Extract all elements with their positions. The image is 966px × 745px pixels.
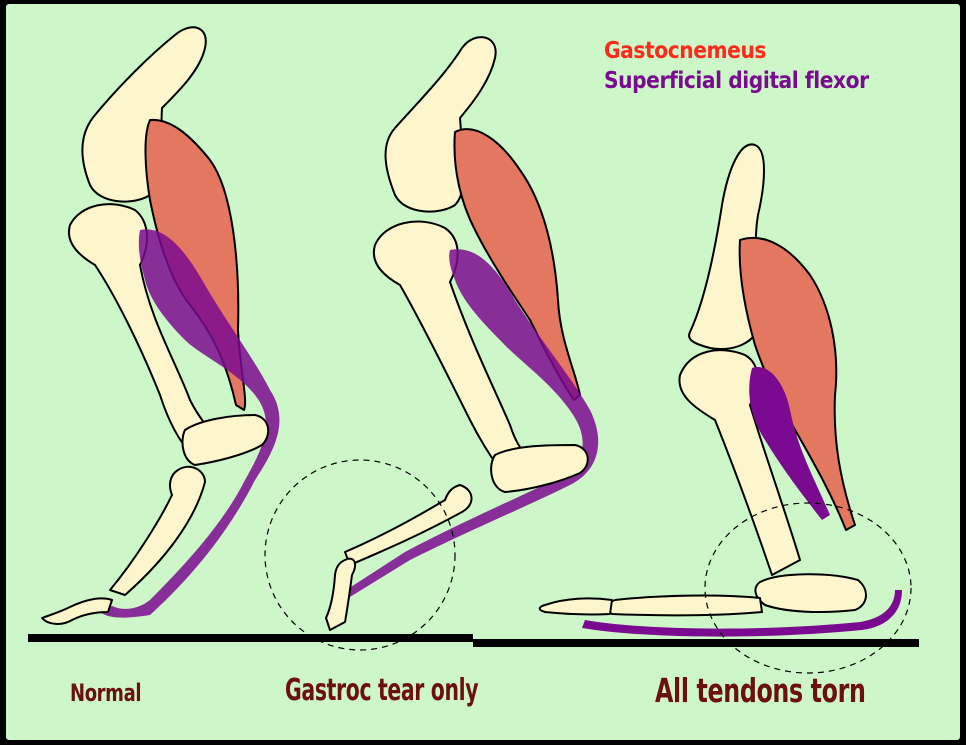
metatarsal-bone <box>110 467 205 595</box>
tarsal-bone <box>755 574 866 612</box>
leg-normal <box>42 27 279 624</box>
legend-label-sdf: Superficial digital flexor <box>604 68 869 94</box>
legend-sdf: Superficial digital flexor <box>604 68 869 94</box>
ground-line-right <box>473 639 919 647</box>
metatarsal-bone <box>608 596 762 616</box>
tarsal-bone <box>491 445 588 492</box>
phalanges-bone <box>540 598 612 614</box>
phalanges-bone <box>42 598 112 624</box>
ground-line <box>28 634 473 642</box>
leg-gastroc-tear <box>265 37 598 650</box>
legend-label-gastrocnemius: Gastocnemeus <box>604 38 766 64</box>
legend-gastrocnemius: Gastocnemeus <box>604 38 766 64</box>
caption-normal: Normal <box>70 679 141 707</box>
caption-all-torn: All tendons torn <box>655 671 866 710</box>
caption-gastroc-tear: Gastroc tear only <box>285 673 478 708</box>
leg-all-torn <box>540 144 911 673</box>
